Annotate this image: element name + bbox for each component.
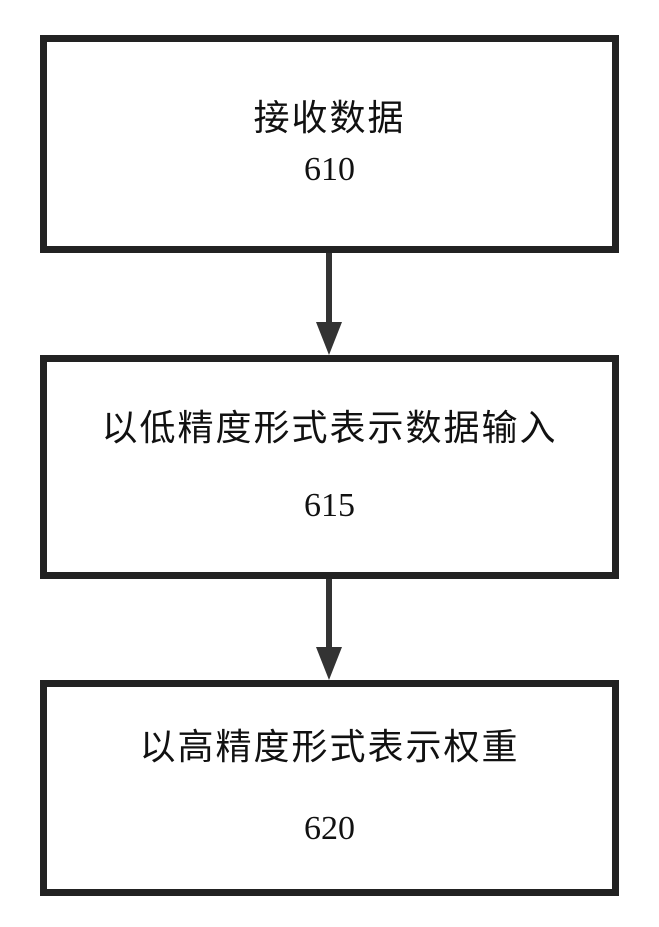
arrow-610-to-615 <box>316 253 342 355</box>
arrow-615-to-620 <box>316 579 342 680</box>
step-number: 610 <box>304 150 355 191</box>
step-label: 以高精度形式表示权重 <box>139 726 519 769</box>
step-box-610: 接收数据 610 <box>40 35 619 253</box>
step-box-615: 以低精度形式表示数据输入 615 <box>40 355 619 579</box>
step-label: 以低精度形式表示数据输入 <box>101 407 557 450</box>
step-number: 615 <box>304 486 355 527</box>
step-box-620: 以高精度形式表示权重 620 <box>40 680 619 896</box>
step-number: 620 <box>304 809 355 850</box>
step-label: 接收数据 <box>253 97 405 140</box>
